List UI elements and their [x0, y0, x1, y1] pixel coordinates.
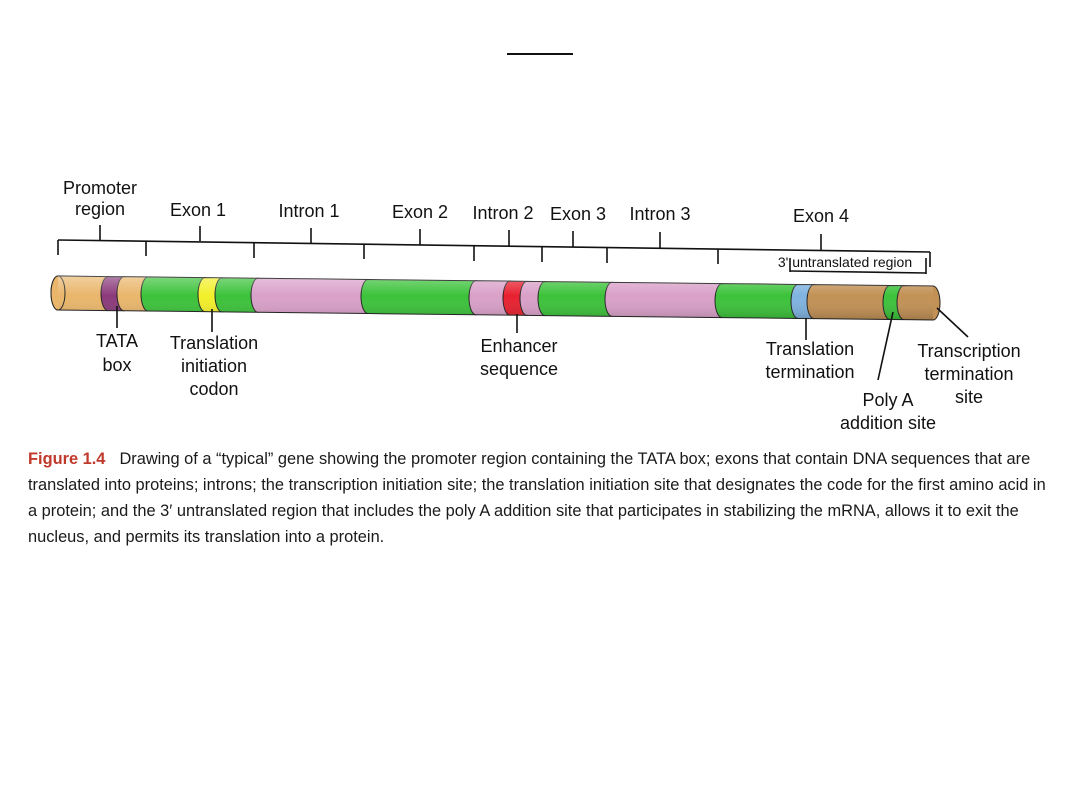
- translation-termination-label-line2: termination: [765, 362, 854, 382]
- exon1-label: Exon 1: [170, 200, 226, 220]
- exon2-label: Exon 2: [392, 202, 448, 222]
- tic-label-line3: codon: [189, 379, 238, 399]
- polya-label-line2: addition site: [840, 413, 936, 433]
- tata-label-line1: TATA: [96, 331, 138, 351]
- transcription-termination-label-line3: site: [955, 387, 983, 407]
- promoter-label-line2: region: [75, 199, 125, 219]
- tic-label-line1: Translation: [170, 333, 258, 353]
- enhancer-label-line1: Enhancer: [480, 336, 557, 356]
- intron3-label: Intron 3: [629, 204, 690, 224]
- promoter-label-line1: Promoter: [63, 178, 137, 198]
- top-rule: [507, 53, 573, 55]
- caption-text: Drawing of a “typical” gene showing the …: [28, 450, 1046, 546]
- utr-bracket: 3' untranslated region: [778, 254, 927, 274]
- tata-label-line2: box: [102, 355, 131, 375]
- figure-number: Figure 1.4: [28, 450, 106, 468]
- gene-rod: [50, 275, 941, 321]
- gene-diagram: Promoter region Exon 1 Intron 1 Exon 2 I…: [50, 178, 1021, 433]
- translation-termination-label-line1: Translation: [766, 339, 854, 359]
- transcription-termination-label-line1: Transcription: [917, 341, 1020, 361]
- utr-label: 3' untranslated region: [778, 254, 912, 270]
- exon3-label: Exon 3: [550, 204, 606, 224]
- region-bracket: [57, 225, 931, 267]
- pointer-lines: [116, 306, 969, 381]
- polya-label-line1: Poly A: [862, 390, 913, 410]
- intron1-label: Intron 1: [278, 201, 339, 221]
- intron2-label: Intron 2: [472, 203, 533, 223]
- tic-label-line2: initiation: [181, 356, 247, 376]
- rod-shading: [58, 276, 933, 320]
- exon4-label: Exon 4: [793, 206, 849, 226]
- enhancer-label-line2: sequence: [480, 359, 558, 379]
- transcription-termination-label-line2: termination: [924, 364, 1013, 384]
